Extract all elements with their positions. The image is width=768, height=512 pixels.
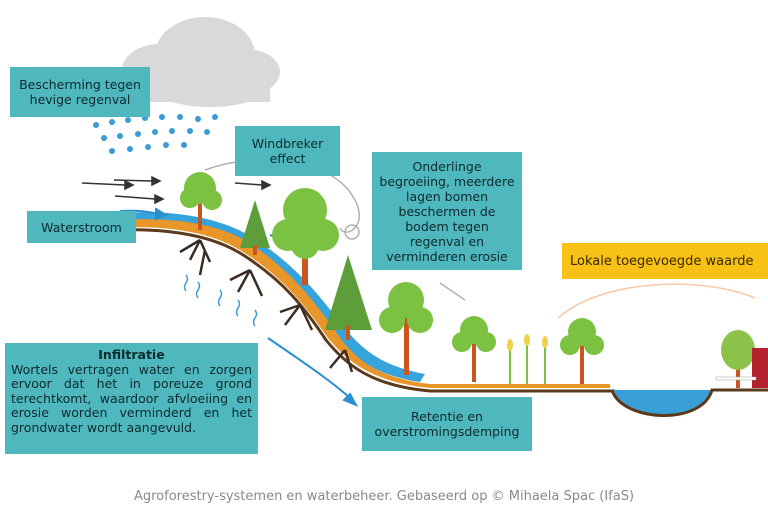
label-bescherming: Bescherming tegen hevige regenval [10,67,150,117]
fruit-tree [721,330,755,388]
label-waterstroom: Waterstroom [27,211,136,243]
infiltratie-body: Wortels vertragen water en zorgen ervoor… [11,361,252,435]
infiltratie-title: Infiltratie [98,347,165,362]
erosion-arrow [439,282,466,301]
wind-spiral [344,224,360,240]
tree-5 [560,318,604,384]
label-windbreker: Windbreker effect [235,126,340,176]
label-onderlinge-begroeiing: Onderlinge begroeiing, meerdere lagen bo… [372,152,522,270]
infiltration-waves [183,274,258,327]
crops [507,334,548,384]
figure-caption: Agroforestry-systemen en waterbeheer. Ge… [133,489,635,504]
label-retentie: Retentie en overstromingsdemping [362,397,532,451]
label-lokale-waarde: Lokale toegevoegde waarde [562,243,768,279]
raindrops [93,114,218,154]
tree-4 [452,316,496,382]
wind-arrows [81,175,272,205]
barn-icon [715,348,768,388]
conifer-1 [240,200,270,255]
infiltratie-box: Infiltratie Wortels vertragen water en z… [5,343,258,454]
tree-1 [180,172,222,230]
retention-pond [612,390,712,415]
soil-line [89,228,615,393]
conifer-2 [325,255,372,340]
value-arc-arrow [557,283,756,319]
root-systems [179,238,354,373]
tree-2 [272,188,339,285]
tree-3 [379,282,433,375]
pond-edge [610,388,768,417]
soil-slope [90,219,610,388]
